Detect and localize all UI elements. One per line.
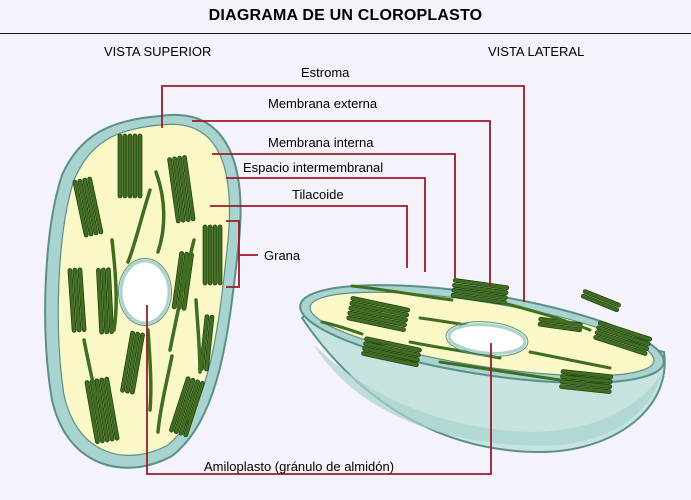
top-granum — [167, 155, 196, 224]
side-amyloplast-edge — [445, 321, 529, 357]
top-view-chloroplast — [44, 113, 242, 469]
top-granum — [202, 224, 223, 286]
leader-amiloplasto — [146, 305, 492, 475]
side-granum — [346, 296, 411, 332]
top-granum — [117, 133, 143, 199]
leader-lines — [146, 85, 525, 475]
side-lower-shade — [314, 345, 662, 446]
label-membrana-interna: Membrana interna — [268, 135, 374, 150]
top-granum — [67, 267, 87, 333]
side-granum — [593, 320, 653, 356]
side-granum — [537, 316, 583, 333]
label-espacio-intermembranal: Espacio intermembranal — [243, 160, 384, 175]
top-granum — [84, 376, 120, 444]
top-granum — [199, 314, 215, 372]
leader-espacio-intermembranal — [226, 177, 426, 272]
top-view-label: VISTA SUPERIOR — [104, 44, 212, 59]
label-estroma: Estroma — [301, 65, 350, 80]
label-membrana-externa: Membrana externa — [268, 96, 378, 111]
leader-membrana-interna — [212, 153, 456, 278]
top-amyloplast-edge — [118, 258, 172, 326]
diagram-title: DIAGRAMA DE UN CLOROPLASTO — [208, 7, 483, 24]
leader-estroma — [161, 85, 525, 302]
top-amyloplast — [119, 259, 171, 325]
top-granum — [72, 176, 104, 238]
side-thylakoids — [346, 278, 653, 394]
top-granum — [120, 330, 145, 395]
side-granum — [580, 289, 621, 313]
top-granum — [96, 267, 115, 335]
leader-grana — [226, 220, 258, 288]
label-grana: Grana — [264, 248, 301, 263]
side-granum — [559, 369, 614, 394]
side-granum — [361, 336, 422, 368]
top-granum — [169, 376, 205, 438]
side-view-chloroplast — [299, 278, 666, 454]
side-view-label: VISTA LATERAL — [488, 44, 585, 59]
leader-membrana-externa — [192, 120, 491, 286]
title-bar: DIAGRAMA DE UN CLOROPLASTO — [0, 0, 691, 34]
label-tilacoide: Tilacoide — [292, 187, 344, 202]
leader-tilacoide — [210, 205, 408, 268]
label-amiloplasto: Amiloplasto (gránulo de almidón) — [204, 459, 395, 474]
side-amyloplast — [447, 323, 527, 355]
side-granum — [450, 278, 510, 305]
top-thylakoids — [67, 133, 223, 444]
top-lamellae — [82, 170, 202, 434]
